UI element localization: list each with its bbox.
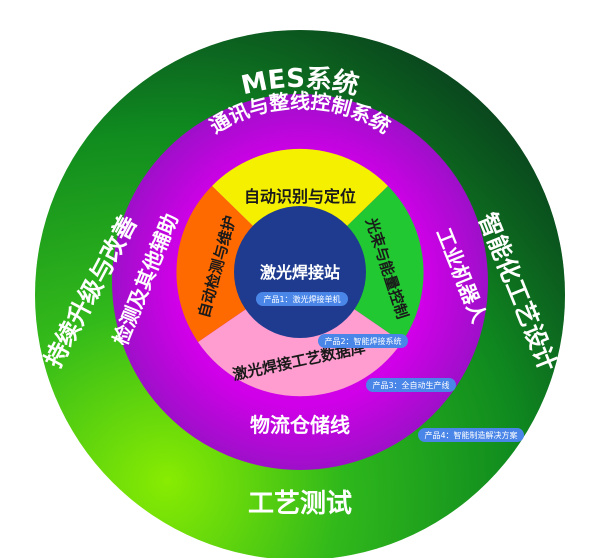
center-title: 激光焊接站 <box>260 263 340 282</box>
product-tag-4-label: 产品4：智能制造解决方案 <box>424 430 517 440</box>
product-tag-1-label: 产品1：激光焊接单机 <box>263 294 340 304</box>
product-tag-3: 产品3：全自动生产线 <box>366 378 456 392</box>
product-tag-4: 产品4：智能制造解决方案 <box>418 428 524 442</box>
product-tag-2-label: 产品2：智能焊接系统 <box>324 336 401 346</box>
outer-label-bottom: 工艺测试 <box>248 489 352 519</box>
product-tag-3-label: 产品3：全自动生产线 <box>372 380 449 390</box>
inner-label-top: 自动识别与定位 <box>244 187 356 206</box>
product-tag-1: 产品1：激光焊接单机 <box>256 292 348 306</box>
middle-label-bottom: 物流仓储线 <box>250 413 350 437</box>
product-tag-2: 产品2：智能焊接系统 <box>318 334 408 348</box>
